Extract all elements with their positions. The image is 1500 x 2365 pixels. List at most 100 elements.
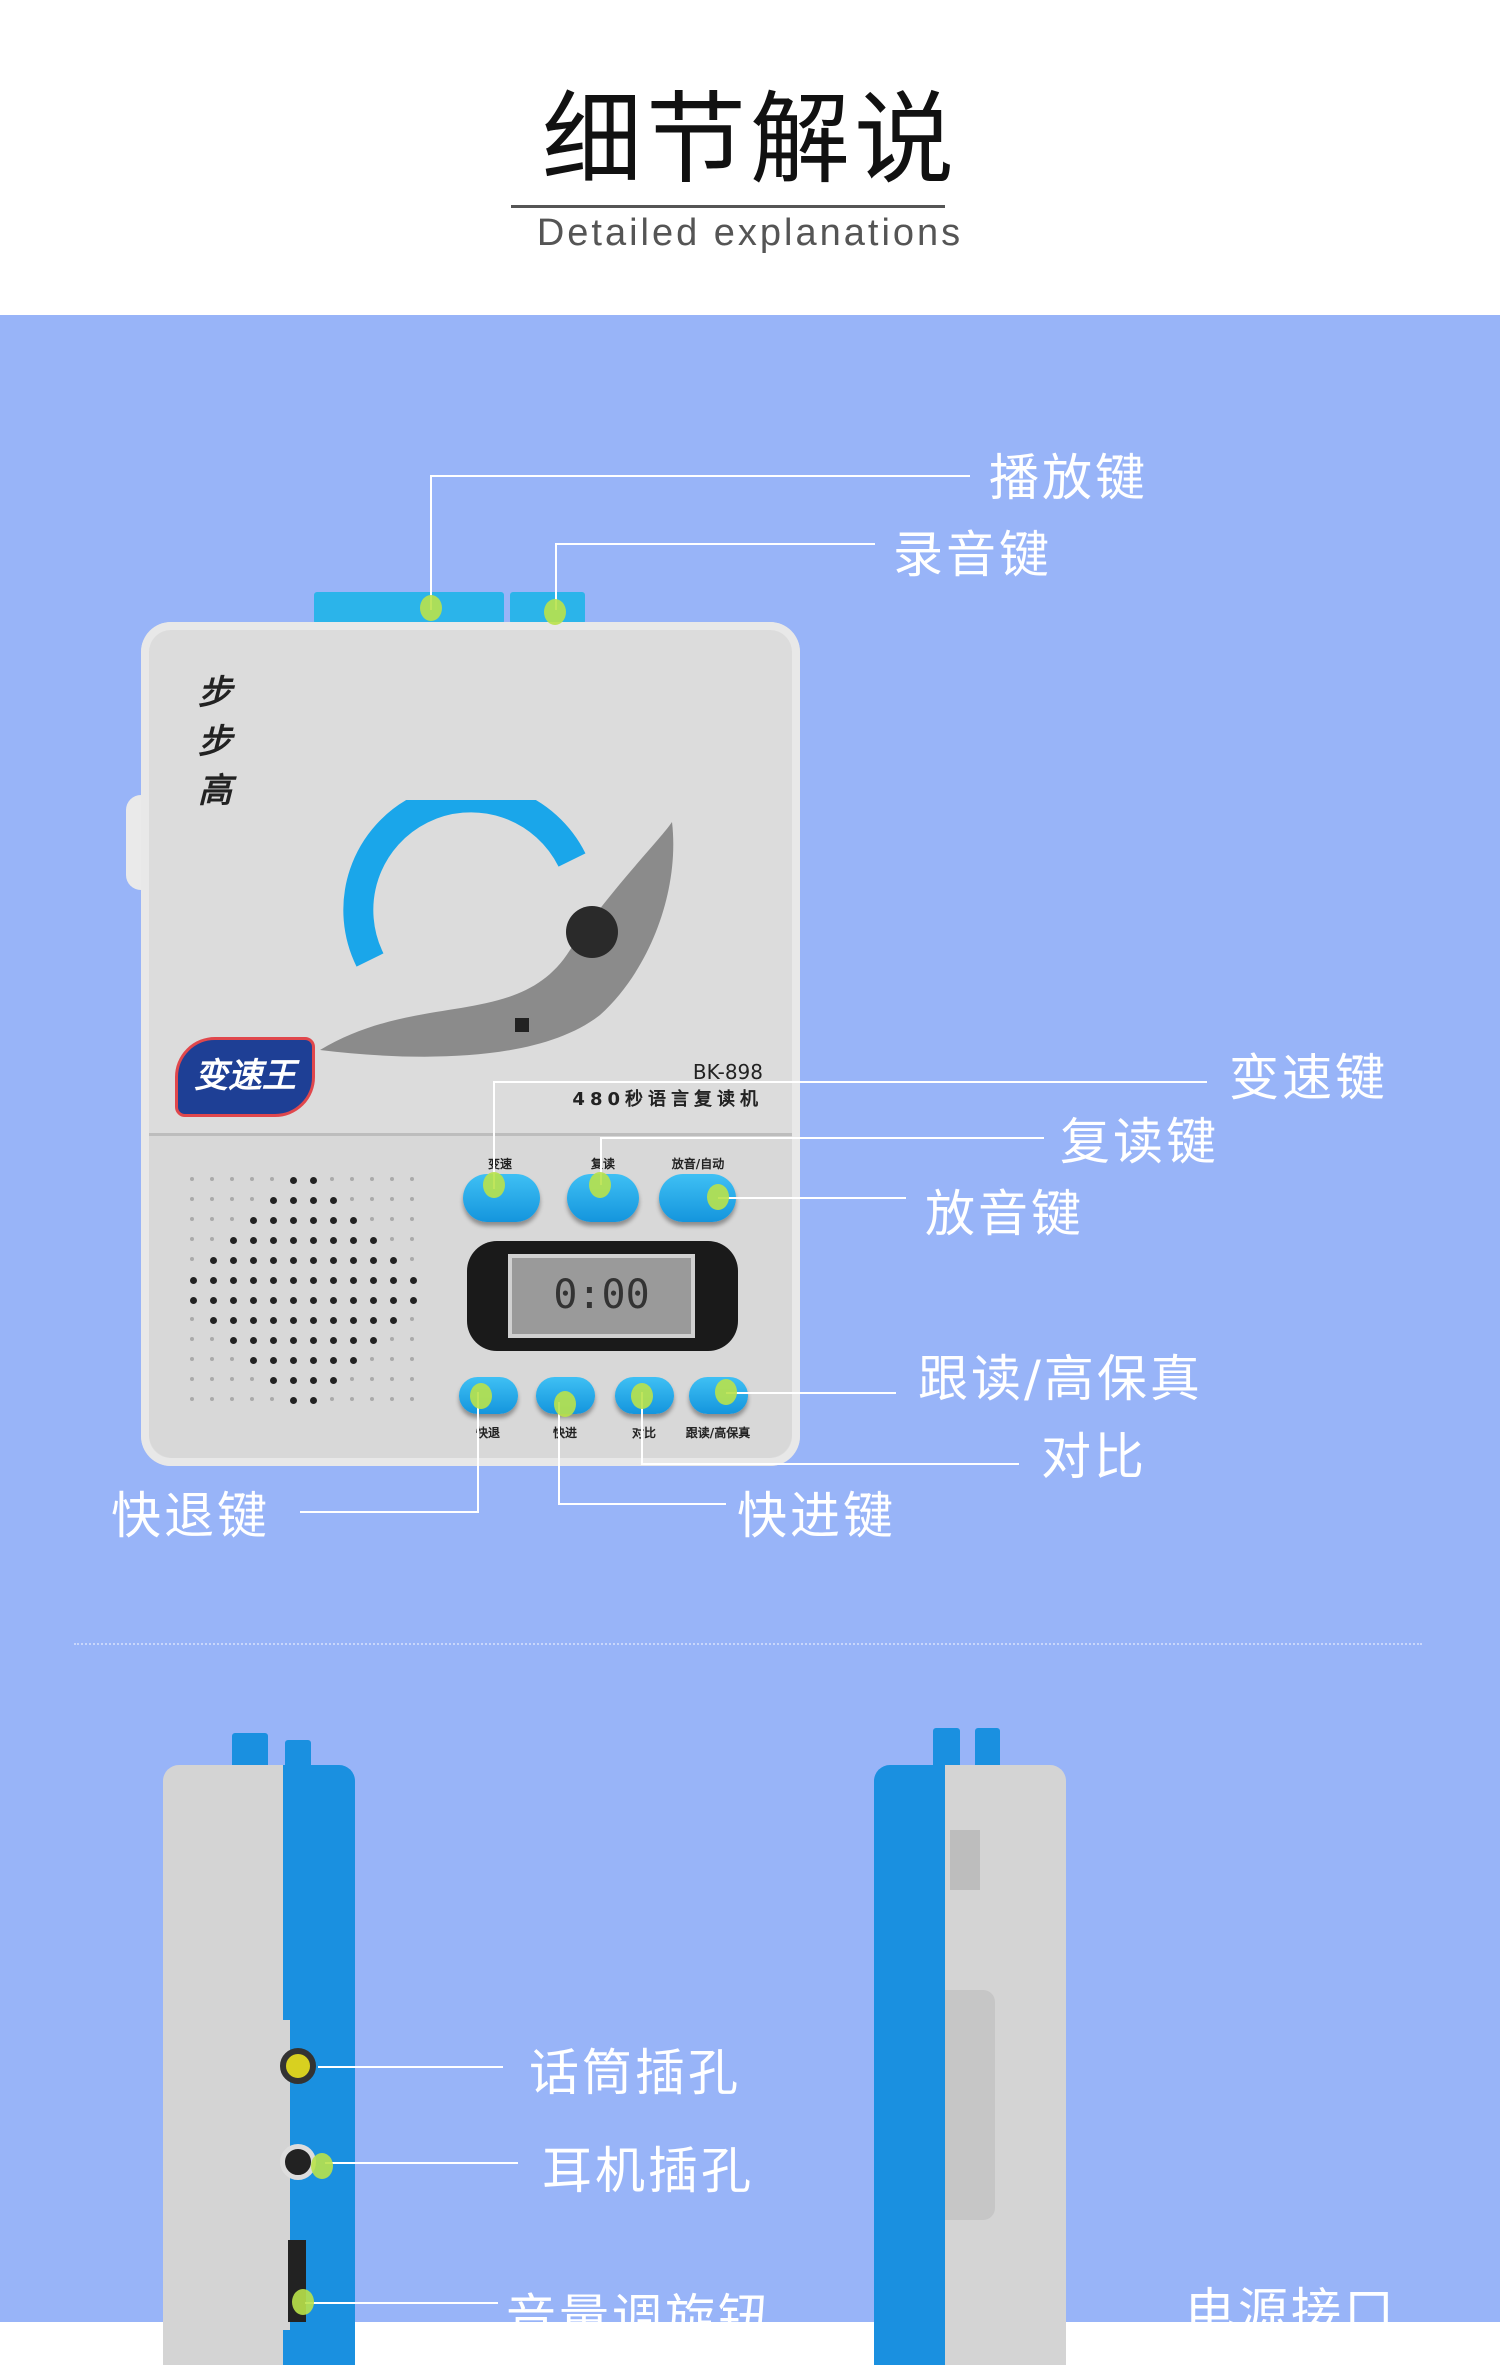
label-volume-knob: 音量调旋钮 [506, 2289, 771, 2347]
side-tab [975, 1728, 1000, 1768]
label-speed-key: 变速键 [1229, 1049, 1388, 1107]
speaker-hole [230, 1397, 234, 1401]
belt-clip [945, 1990, 995, 2220]
speaker-hole [410, 1337, 414, 1341]
speaker-hole [270, 1377, 277, 1384]
speaker-hole [270, 1317, 277, 1324]
speaker-hole [210, 1277, 217, 1284]
speaker-hole [210, 1297, 217, 1304]
speaker-hole [330, 1197, 337, 1204]
speaker-hole [250, 1317, 257, 1324]
label-playback-key: 放音键 [925, 1185, 1084, 1243]
compare-button-label: 对比 [631, 1426, 657, 1440]
callout-line [726, 1392, 896, 1394]
speaker-hole [190, 1337, 194, 1341]
speaker-hole [410, 1197, 414, 1201]
rewind-button-label: 快退 [475, 1426, 501, 1440]
speaker-hole [210, 1237, 214, 1241]
speaker-hole [250, 1377, 254, 1381]
speaker-hole [410, 1257, 414, 1261]
marker-dot [292, 2289, 314, 2315]
headphone-jack [280, 2144, 316, 2180]
speaker-hole [350, 1317, 357, 1324]
speaker-hole [290, 1377, 297, 1384]
speaker-hole [310, 1317, 317, 1324]
speaker-hole [250, 1237, 257, 1244]
marker-dot [715, 1379, 737, 1405]
speaker-hole [350, 1337, 357, 1344]
follow-button-label: 跟读/高保真 [685, 1426, 751, 1440]
callout-line [430, 475, 432, 610]
callout-line [600, 1137, 602, 1185]
callout-line [477, 1392, 479, 1512]
label-mic-jack: 话筒插孔 [529, 2044, 741, 2102]
marker-dot [544, 599, 566, 625]
speaker-hole [230, 1237, 237, 1244]
speaker-hole [250, 1297, 257, 1304]
speaker-hole [390, 1317, 397, 1324]
speaker-hole [290, 1197, 297, 1204]
speaker-hole [330, 1257, 337, 1264]
speaker-hole [410, 1397, 414, 1401]
speed-button-label: 变速 [487, 1157, 513, 1171]
label-ff-key: 快进键 [737, 1487, 896, 1545]
speaker-hole [410, 1357, 414, 1361]
speaker-hole [410, 1297, 417, 1304]
speaker-hole [190, 1277, 197, 1284]
speaker-hole [350, 1177, 354, 1181]
speaker-hole [230, 1257, 237, 1264]
speaker-hole [350, 1217, 357, 1224]
speaker-hole [290, 1297, 297, 1304]
speaker-hole [210, 1217, 214, 1221]
speaker-hole [330, 1177, 334, 1181]
speaker-hole [390, 1257, 397, 1264]
speaker-hole [330, 1277, 337, 1284]
speaker-hole [330, 1317, 337, 1324]
lcd-time: 0:00 [553, 1272, 650, 1318]
callout-line [558, 1503, 726, 1505]
speaker-hole [390, 1397, 394, 1401]
page-title: 细节解说 [542, 81, 958, 198]
speaker-hole [210, 1377, 214, 1381]
speaker-hole [250, 1217, 257, 1224]
callout-line [430, 475, 970, 477]
product-name: 480秒语言复读机 [572, 1089, 763, 1110]
speaker-hole [350, 1397, 354, 1401]
side-blue-body [874, 1765, 950, 2365]
speaker-hole [390, 1237, 394, 1241]
cassette-window-graphic [320, 800, 674, 1057]
label-headphone-jack: 耳机插孔 [542, 2142, 754, 2200]
speaker-hole [330, 1297, 337, 1304]
speaker-hole [270, 1177, 274, 1181]
speaker-hole [190, 1317, 194, 1321]
side-tab [933, 1728, 960, 1768]
brand-logo: 步步高 [198, 673, 232, 811]
speaker-hole [370, 1397, 374, 1401]
marker-dot [483, 1172, 505, 1198]
speaker-hole [250, 1177, 254, 1181]
speaker-hole [250, 1357, 257, 1364]
speaker-hole [250, 1277, 257, 1284]
speaker-hole [330, 1357, 337, 1364]
marker-dot [470, 1383, 492, 1409]
speaker-hole [290, 1257, 297, 1264]
speaker-hole [310, 1297, 317, 1304]
speaker-hole [310, 1197, 317, 1204]
speaker-hole [310, 1357, 317, 1364]
speaker-hole [310, 1217, 317, 1224]
speaker-hole [410, 1217, 414, 1221]
speaker-hole [230, 1297, 237, 1304]
speaker-hole [410, 1177, 414, 1181]
speaker-hole [210, 1257, 217, 1264]
speaker-hole [370, 1297, 377, 1304]
callout-line [493, 1081, 495, 1189]
label-compare: 对比 [1041, 1428, 1147, 1486]
speaker-hole [330, 1237, 337, 1244]
battery-latch [950, 1830, 980, 1890]
speaker-hole [310, 1377, 317, 1384]
speaker-hole [190, 1217, 194, 1221]
speaker-hole [330, 1337, 337, 1344]
marker-dot [589, 1172, 611, 1198]
speaker-hole [410, 1277, 417, 1284]
label-power-port: 电源接口 [1185, 2283, 1397, 2341]
